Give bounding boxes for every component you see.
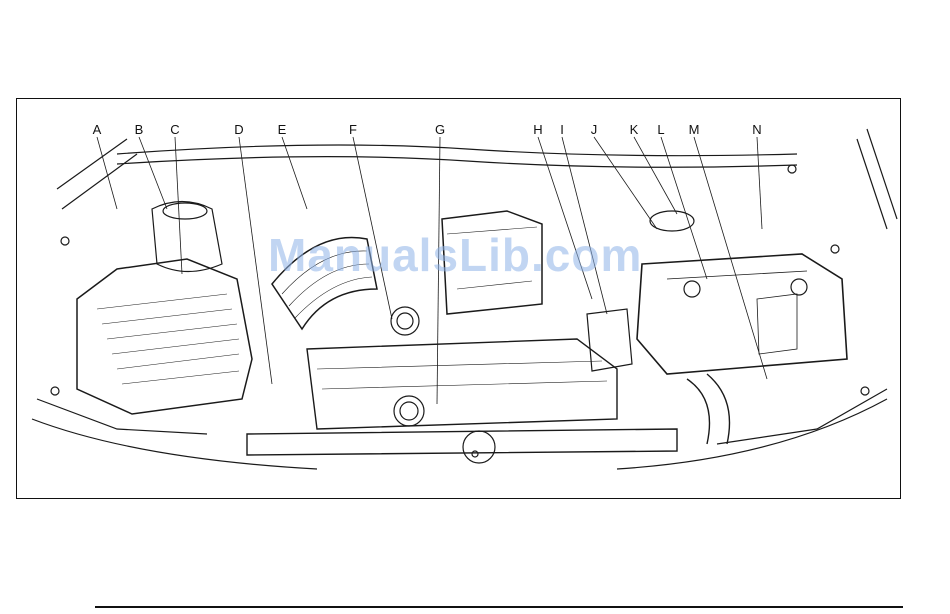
callout-b: B	[135, 123, 144, 136]
callout-n: N	[752, 123, 761, 136]
callout-l: L	[657, 123, 664, 136]
watermark-text: ManualsLib.com	[268, 228, 642, 282]
engine-compartment-drawing	[17, 99, 900, 498]
callout-i: I	[560, 123, 564, 136]
callout-c: C	[170, 123, 179, 136]
callout-e: E	[278, 123, 287, 136]
diagram-frame: A B C D E F G H I J K L M N	[16, 98, 901, 499]
callout-f: F	[349, 123, 357, 136]
callout-m: M	[689, 123, 700, 136]
callout-k: K	[630, 123, 639, 136]
callout-h: H	[533, 123, 542, 136]
callout-a: A	[93, 123, 102, 136]
bottom-rule	[95, 606, 903, 608]
callout-j: J	[591, 123, 598, 136]
callout-d: D	[234, 123, 243, 136]
callout-g: G	[435, 123, 445, 136]
